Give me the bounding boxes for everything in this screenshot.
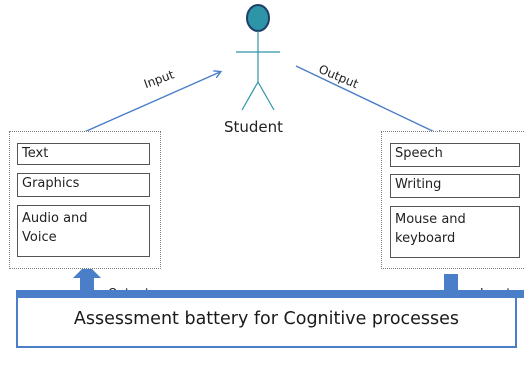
right-item-speech: Speech	[390, 143, 520, 167]
right-item-mouse-keyboard: Mouse and keyboard	[390, 206, 520, 258]
left-item-text: Text	[17, 143, 150, 165]
right-input-panel: Speech Writing Mouse and keyboard	[381, 131, 524, 269]
left-item-graphics: Graphics	[17, 173, 150, 197]
assessment-top-bar	[16, 290, 524, 298]
left-item-audio-voice: Audio and Voice	[17, 205, 150, 257]
output-block-arrow	[73, 264, 101, 294]
right-item-writing: Writing	[390, 174, 520, 198]
assessment-battery-label: Assessment battery for Cognitive process…	[73, 309, 460, 329]
student-figure	[236, 4, 280, 111]
input-connector	[81, 72, 220, 134]
left-output-panel: Text Graphics Audio and Voice	[9, 131, 161, 269]
output-connector	[295, 65, 443, 136]
student-label: Student	[224, 118, 284, 136]
student-head	[246, 4, 270, 32]
assessment-battery-box: Assessment battery for Cognitive process…	[16, 298, 517, 348]
